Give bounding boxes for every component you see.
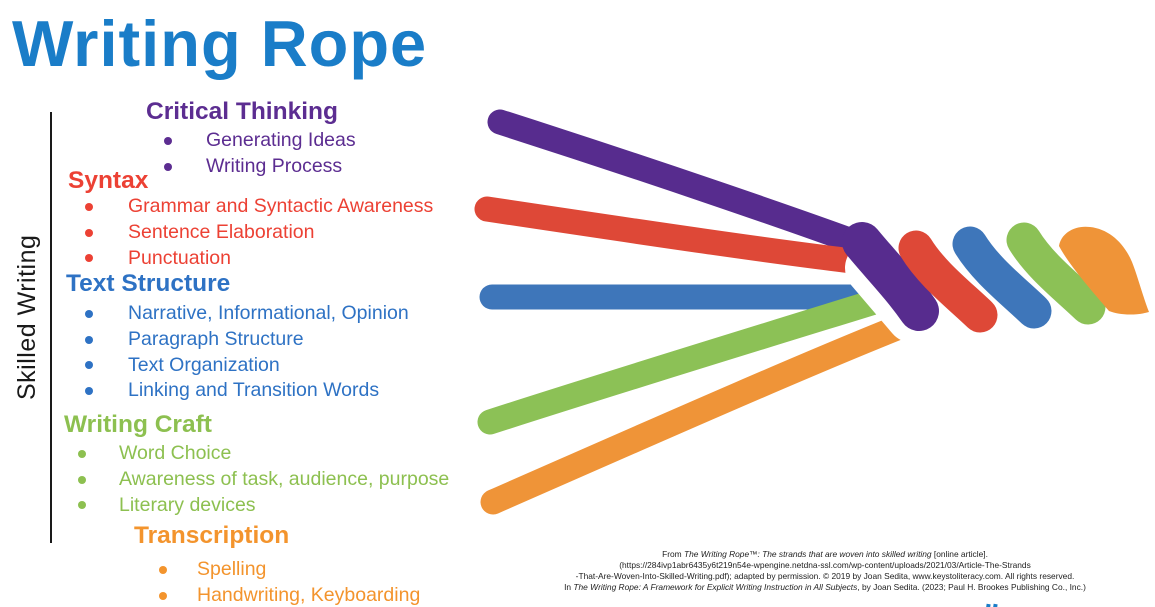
- citation-line: -That-Are-Woven-Into-Skilled-Writing.pdf…: [505, 571, 1145, 582]
- cut-off-blue-mark-icon: [986, 600, 1004, 607]
- citation-segment: In: [564, 582, 574, 592]
- bullet-text: Sentence Elaboration: [128, 221, 315, 244]
- bullet-text: Literary devices: [119, 493, 256, 516]
- section-heading: Critical Thinking: [146, 98, 338, 125]
- bullet-dot: [78, 501, 86, 510]
- citation-line: In The Writing Rope: A Framework for Exp…: [505, 582, 1145, 593]
- bullet-dot: [85, 361, 93, 370]
- section-heading: Text Structure: [66, 270, 231, 297]
- bullet-item: Literary devices: [78, 492, 449, 518]
- bullet-dot: [159, 591, 167, 600]
- bullet-dot: [85, 309, 93, 318]
- bullet-dot: [164, 136, 172, 145]
- bullet-text: Linking and Transition Words: [128, 379, 380, 402]
- section-heading: Syntax: [68, 167, 149, 194]
- bullet-text: Awareness of task, audience, purpose: [119, 468, 450, 491]
- page-title: Writing Rope: [12, 7, 428, 80]
- bullet-dot: [85, 228, 93, 237]
- twist-band-green: [1006, 222, 1106, 325]
- citation-line: From The Writing Rope™: The strands that…: [505, 549, 1145, 560]
- twist-band-red: [898, 230, 998, 333]
- bullet-item: Awareness of task, audience, purpose: [78, 467, 449, 493]
- bullet-dot: [78, 449, 86, 458]
- citation-line: (https://284ivp1abr6435y6t219n54e-wpengi…: [505, 560, 1145, 571]
- bullet-dot: [85, 335, 93, 344]
- bullet-item: Text Organization: [85, 352, 409, 378]
- citation-segment: -That-Are-Woven-Into-Skilled-Writing.pdf…: [575, 571, 1075, 581]
- citation-segment: (https://284ivp1abr6435y6t219n54e-wpengi…: [619, 560, 1031, 570]
- bullet-text: Word Choice: [119, 442, 232, 465]
- bullet-text: Narrative, Informational, Opinion: [128, 302, 409, 325]
- strand-syntax: [474, 196, 893, 277]
- bullet-item: Narrative, Informational, Opinion: [85, 301, 409, 327]
- bullet-item: Punctuation: [85, 245, 433, 271]
- citation-segment: The Writing Rope: A Framework for Explic…: [573, 582, 858, 592]
- strand-critical-thinking: [487, 109, 876, 258]
- skilled-writing-axis-line: [50, 112, 52, 543]
- bullet-dot: [78, 475, 86, 484]
- citation-segment: The Writing Rope™: The strands that are …: [683, 549, 932, 559]
- section-text-structure: Text Structure Narrative, Informational,…: [66, 271, 409, 404]
- bullet-dot: [164, 162, 172, 171]
- bullet-dot: [85, 202, 93, 211]
- bullet-text: Punctuation: [128, 246, 231, 269]
- bullet-item: Generating Ideas: [164, 128, 356, 154]
- bullet-item: Linking and Transition Words: [85, 378, 409, 404]
- bullet-item: Handwriting, Keyboarding: [159, 583, 420, 607]
- bullet-item: Word Choice: [78, 441, 449, 467]
- bullet-item: Grammar and Syntactic Awareness: [85, 194, 433, 220]
- bullet-text: Spelling: [197, 558, 267, 581]
- bullet-dot: [159, 565, 167, 574]
- bullet-text: Text Organization: [128, 353, 280, 376]
- citation: From The Writing Rope™: The strands that…: [505, 549, 1145, 593]
- bullet-text: Paragraph Structure: [128, 328, 304, 351]
- citation-segment: From: [662, 549, 684, 559]
- strand-transcription: [480, 309, 925, 515]
- twist-band-orange-end: [1059, 226, 1149, 315]
- bullet-item: Sentence Elaboration: [85, 220, 433, 246]
- bullet-text: Writing Process: [206, 155, 343, 178]
- bullet-item: Spelling: [159, 557, 420, 583]
- strand-writing-craft: [477, 286, 897, 435]
- bullet-text: Generating Ideas: [206, 129, 356, 152]
- citation-segment: [online article].: [931, 549, 988, 559]
- bullet-dot: [85, 254, 93, 263]
- bullet-text: Handwriting, Keyboarding: [197, 584, 421, 607]
- twist-band-blue: [952, 226, 1052, 329]
- section-heading: Writing Craft: [64, 411, 212, 438]
- citation-segment: , by Joan Sedita. (2023; Paul H. Brookes…: [857, 582, 1086, 592]
- section-heading: Transcription: [134, 522, 290, 549]
- bullet-text: Grammar and Syntactic Awareness: [128, 195, 434, 218]
- twist-band-purple: [842, 222, 939, 331]
- bullet-dot: [85, 386, 93, 395]
- bullet-item: Writing Process: [164, 154, 356, 180]
- bullet-item: Paragraph Structure: [85, 327, 409, 353]
